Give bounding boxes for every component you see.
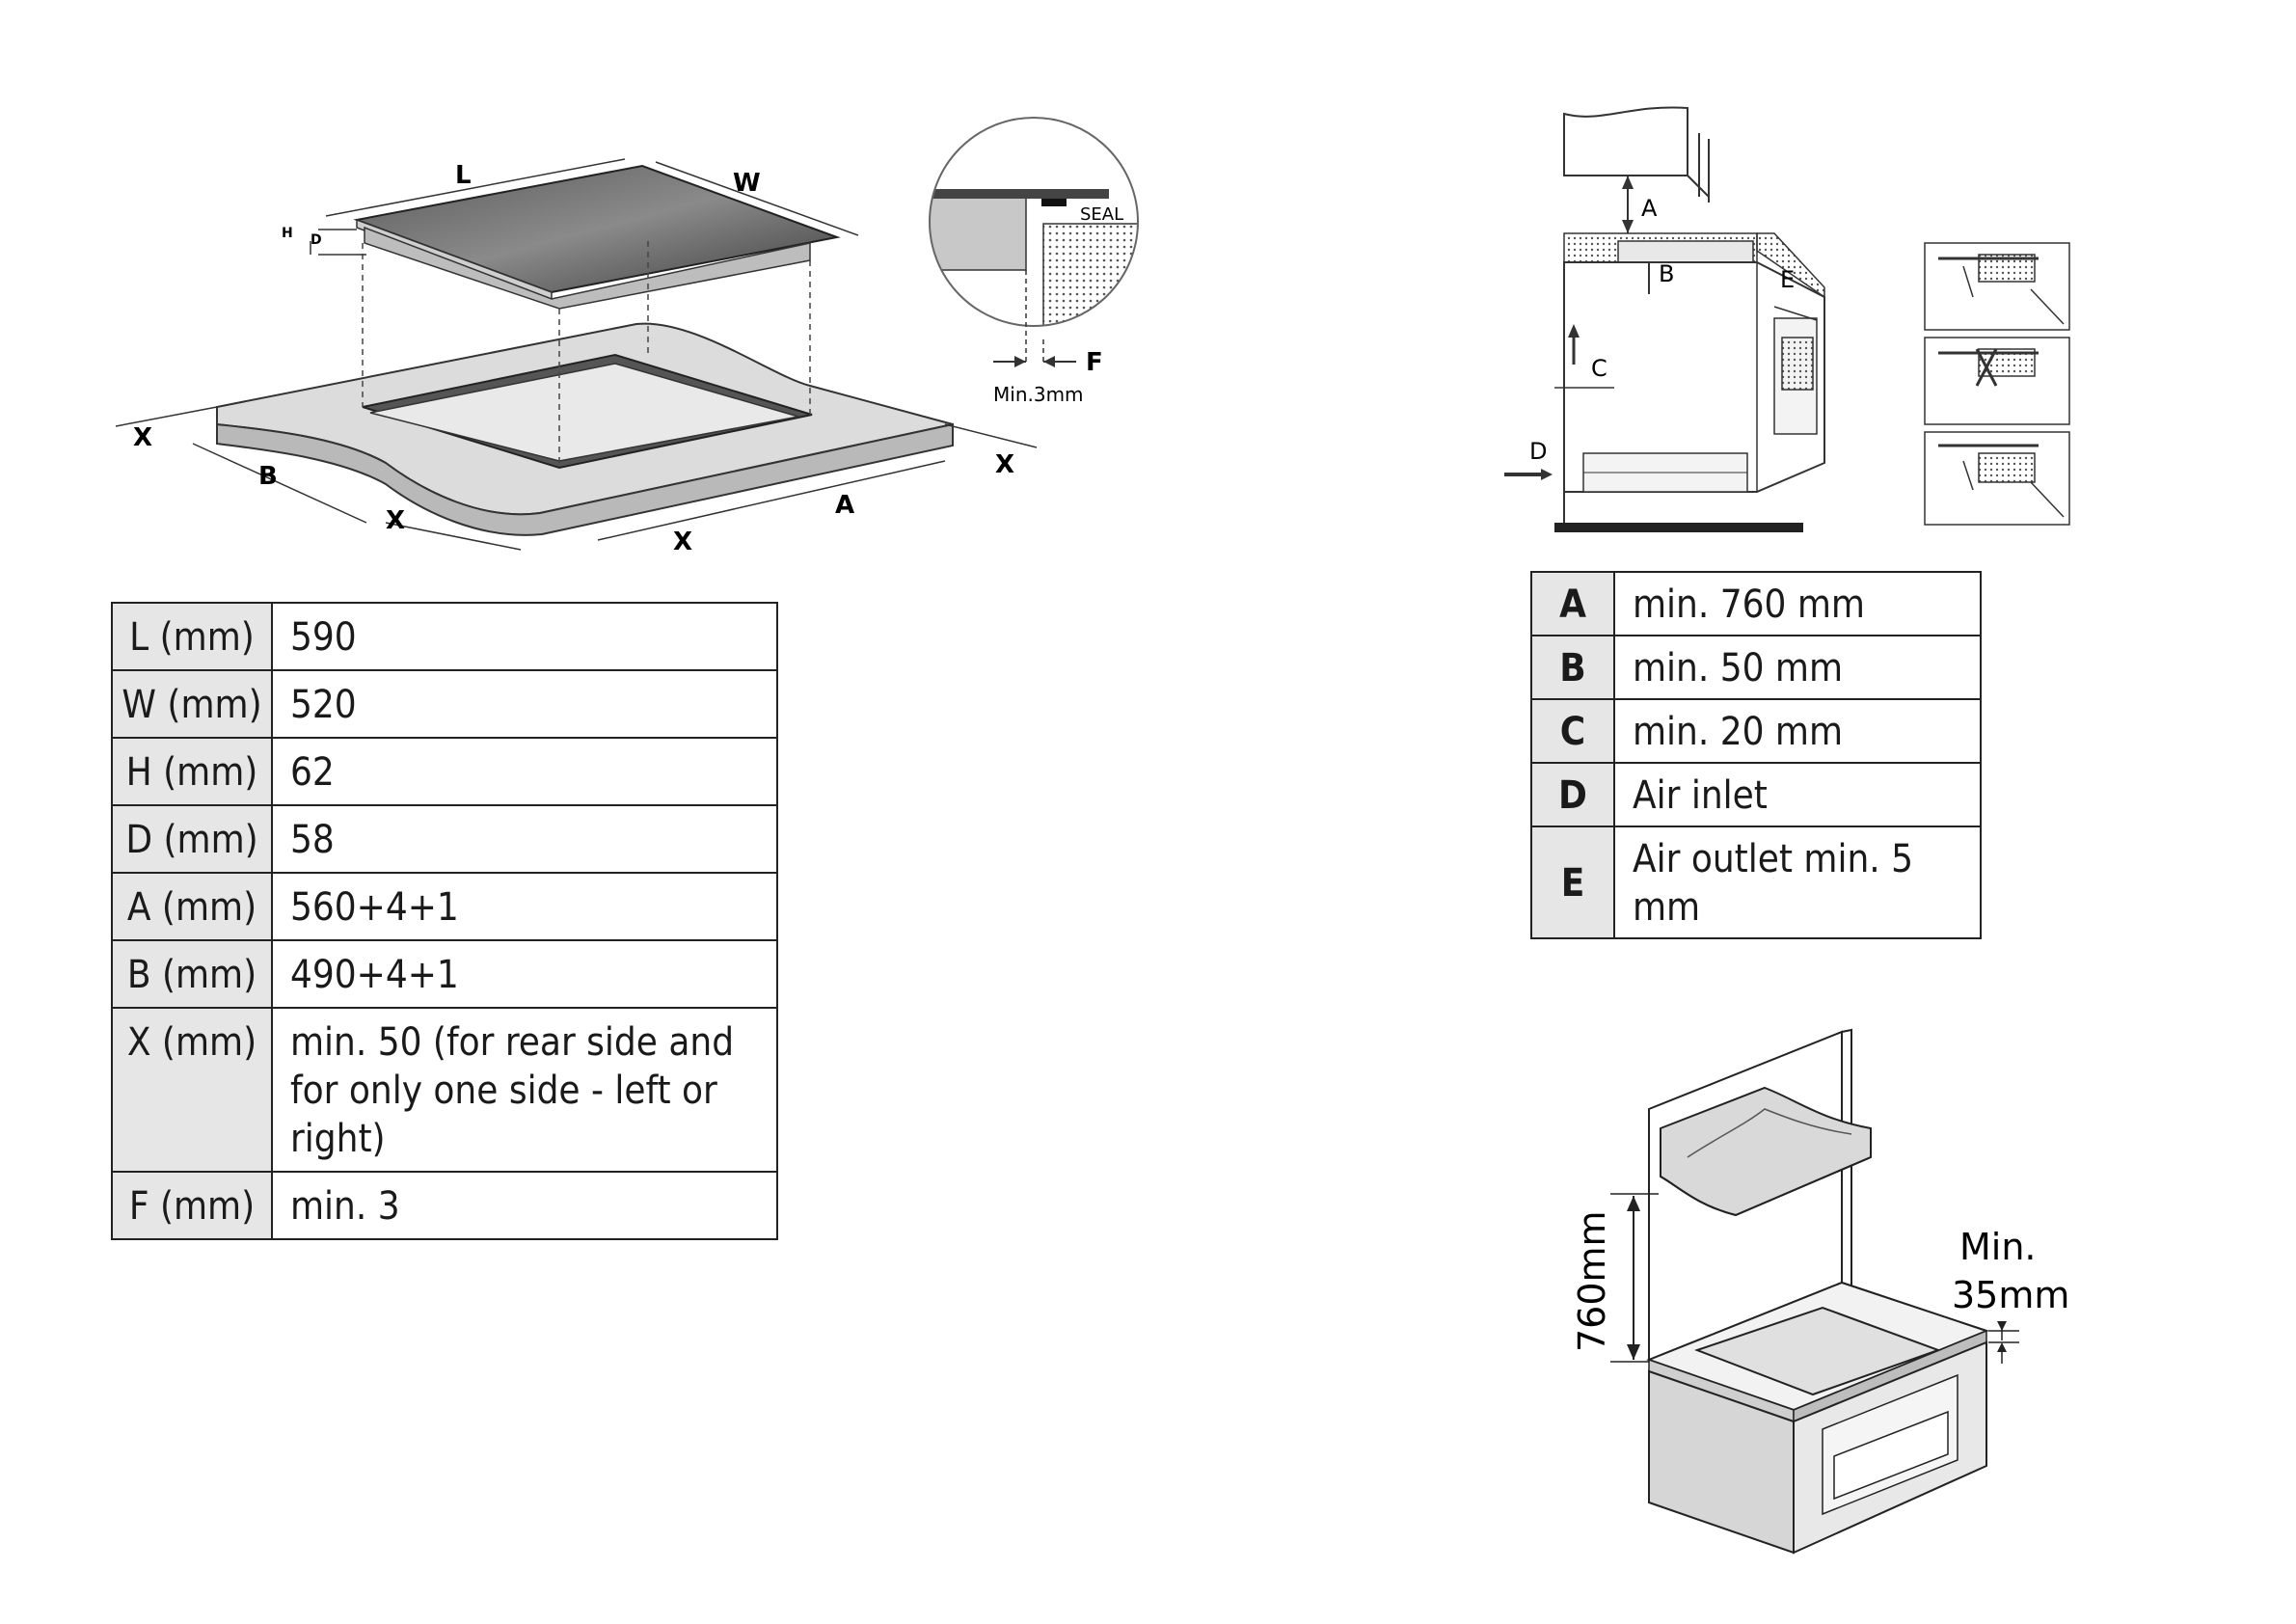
dim-key: X (mm)	[111, 1007, 273, 1173]
label-a: A	[1641, 195, 1658, 222]
gap-marker	[1025, 270, 1044, 365]
table-row: D (mm)58	[111, 804, 778, 874]
dim-key: B (mm)	[111, 939, 273, 1009]
label-x-right: X	[995, 450, 1014, 479]
clearance-key: E	[1530, 826, 1615, 939]
cutout-floor	[369, 363, 799, 462]
min-3mm-label: Min.3mm	[993, 383, 1084, 406]
clearance-value: min. 20 mm	[1613, 698, 1982, 764]
upper-cabinet	[1563, 106, 1688, 176]
table-row: X (mm)min. 50 (for rear side and for onl…	[111, 1007, 778, 1173]
hob-cutout-diagram: L W H D X B X X A X	[115, 158, 1038, 556]
dim-value: 490+4+1	[271, 939, 778, 1009]
dim-value: 590	[271, 602, 778, 671]
kitchen-installation-diagram: 760mm Min. 35mm	[1571, 1028, 2069, 1555]
dim-value: 520	[271, 669, 778, 739]
dim-value: 560+4+1	[271, 872, 778, 941]
label-d: D	[1529, 438, 1547, 465]
clearance-value: Air outlet min. 5 mm	[1613, 826, 1982, 939]
clearance-value: Air inlet	[1613, 762, 1982, 827]
table-row: H (mm)62	[111, 737, 778, 806]
seal-detail-ok-2	[1924, 431, 2070, 526]
dim-value: 58	[271, 804, 778, 874]
table-row: L (mm)590	[111, 602, 778, 671]
dim-value: min. 3	[271, 1171, 778, 1240]
clearance-value: min. 760 mm	[1613, 571, 1982, 636]
dim-key: H (mm)	[111, 737, 273, 806]
seal-detail-wrong	[1924, 337, 2070, 425]
label-x-left: X	[133, 423, 152, 452]
dim-key: W (mm)	[111, 669, 273, 739]
dim-value: 62	[271, 737, 778, 806]
label-w: W	[733, 169, 761, 198]
label-a: A	[835, 491, 854, 520]
dimensions-table: L (mm)590 W (mm)520 H (mm)62 D (mm)58 A …	[111, 602, 778, 1240]
clearance-key: C	[1530, 698, 1615, 764]
min-label-line1: Min.	[1959, 1226, 2037, 1268]
detail-circle	[929, 117, 1139, 327]
clearance-key: D	[1530, 762, 1615, 827]
clearance-key: B	[1530, 635, 1615, 700]
dim-key: F (mm)	[111, 1171, 273, 1240]
table-row: A (mm)560+4+1	[111, 872, 778, 941]
label-l: L	[455, 161, 472, 190]
label-e: E	[1780, 266, 1795, 293]
label-d: D	[311, 232, 322, 248]
hob-glass	[353, 164, 841, 294]
table-row: B (mm)490+4+1	[111, 939, 778, 1009]
label-h: H	[282, 226, 293, 241]
dimension-lines	[115, 158, 1038, 551]
table-row: W (mm)520	[111, 669, 778, 739]
label-c: C	[1591, 355, 1607, 382]
projection-lines	[362, 241, 811, 468]
clearance-value: min. 50 mm	[1613, 635, 1982, 700]
dim-key: A (mm)	[111, 872, 273, 941]
cabinet-ventilation-diagram: A B E C D	[1504, 106, 2070, 532]
seal-label: SEAL	[1080, 204, 1123, 225]
hob-top	[1694, 1306, 1941, 1396]
dim-key: L (mm)	[111, 602, 273, 671]
clearance-key: A	[1530, 571, 1615, 636]
label-x-bottom-left: X	[386, 506, 405, 535]
table-row: F (mm)min. 3	[111, 1171, 778, 1240]
height-760mm-label: 760mm	[1571, 1210, 1613, 1352]
seal-detail-diagram: SEAL F Min.3mm	[929, 117, 1139, 406]
label-b: B	[1659, 260, 1674, 287]
dim-key: D (mm)	[111, 804, 273, 874]
label-b: B	[258, 462, 278, 491]
worktop-edge	[216, 422, 954, 536]
dim-value: min. 50 (for rear side and for only one …	[271, 1007, 778, 1173]
label-f: F	[1086, 348, 1103, 377]
seal-detail-ok	[1924, 242, 2070, 331]
min-label-line2: 35mm	[1952, 1274, 2069, 1316]
label-x-bottom: X	[673, 528, 692, 556]
